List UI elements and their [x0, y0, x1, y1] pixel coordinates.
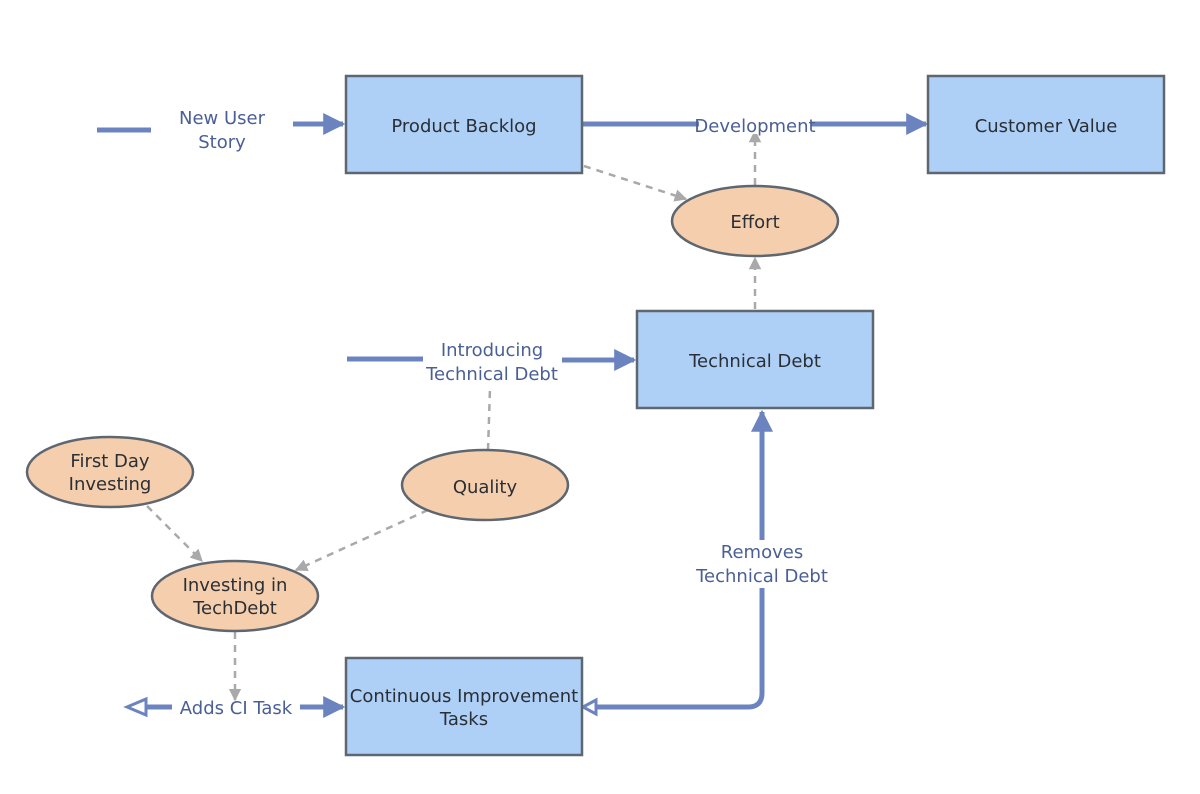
- link-quality-to-investing: [294, 508, 429, 572]
- link-firstday-to-investing: [146, 505, 203, 562]
- edge-label-new-user-story: New User Story: [179, 108, 266, 153]
- node-ci-tasks-label-line-1: Continuous Improvement: [350, 686, 578, 707]
- link-backlog-to-effort: [583, 164, 688, 202]
- node-first-day-label-line-1: First Day: [70, 451, 149, 472]
- edge-label-new-user-story-line-1: New User: [179, 108, 266, 129]
- node-quality-label: Quality: [453, 477, 518, 498]
- edge-label-adds-ci-task-text: Adds CI Task: [180, 698, 293, 719]
- node-investing-label-line-1: Investing in: [183, 575, 288, 596]
- node-investing-label-line-2: TechDebt: [192, 598, 277, 619]
- edge-label-introducing-technical-debt: Introducing Technical Debt: [425, 340, 558, 385]
- node-effort-label: Effort: [730, 212, 779, 233]
- node-continuous-improvement-tasks[interactable]: Continuous Improvement Tasks: [344, 656, 584, 757]
- edge-label-new-user-story-line-2: Story: [198, 132, 246, 153]
- node-quality[interactable]: Quality: [400, 448, 570, 522]
- node-customer-value-label: Customer Value: [975, 116, 1118, 137]
- edge-removes-open-arrowhead: [579, 697, 598, 717]
- node-effort[interactable]: Effort: [670, 184, 840, 258]
- edge-label-development: Development: [694, 116, 816, 137]
- edge-label-development-text: Development: [694, 116, 815, 137]
- edge-introducing-technical-debt: [347, 348, 637, 372]
- node-first-day-investing[interactable]: First Day Investing: [25, 435, 195, 509]
- node-technical-debt[interactable]: Technical Debt: [635, 309, 875, 410]
- dashed-links: [146, 129, 762, 702]
- edge-label-adds-ci-task: Adds CI Task: [180, 698, 293, 719]
- edge-label-removes-technical-debt: Removes Technical Debt: [695, 542, 828, 587]
- node-technical-debt-label: Technical Debt: [688, 351, 821, 372]
- edge-adds-ci-task: [123, 695, 346, 719]
- edge-new-user-story: [97, 112, 346, 136]
- edge-label-introducing-line-1: Introducing: [441, 340, 543, 361]
- link-quality-to-introducing: [486, 387, 492, 451]
- edge-adds-ci-open-arrowhead: [123, 696, 148, 718]
- edge-removes-technical-debt: [579, 409, 774, 717]
- edge-label-introducing-line-2: Technical Debt: [425, 364, 558, 385]
- edge-label-removes-line-1: Removes: [721, 542, 803, 563]
- node-product-backlog-label: Product Backlog: [391, 116, 536, 137]
- node-product-backlog[interactable]: Product Backlog: [344, 74, 584, 175]
- node-first-day-label-line-2: Investing: [69, 474, 152, 495]
- node-investing-in-techdebt[interactable]: Investing in TechDebt: [150, 559, 320, 633]
- node-customer-value[interactable]: Customer Value: [926, 74, 1166, 175]
- node-ci-tasks-label-line-2: Tasks: [439, 709, 488, 730]
- edge-removes-lower-path: [585, 588, 765, 710]
- edge-label-removes-line-2: Technical Debt: [695, 566, 828, 587]
